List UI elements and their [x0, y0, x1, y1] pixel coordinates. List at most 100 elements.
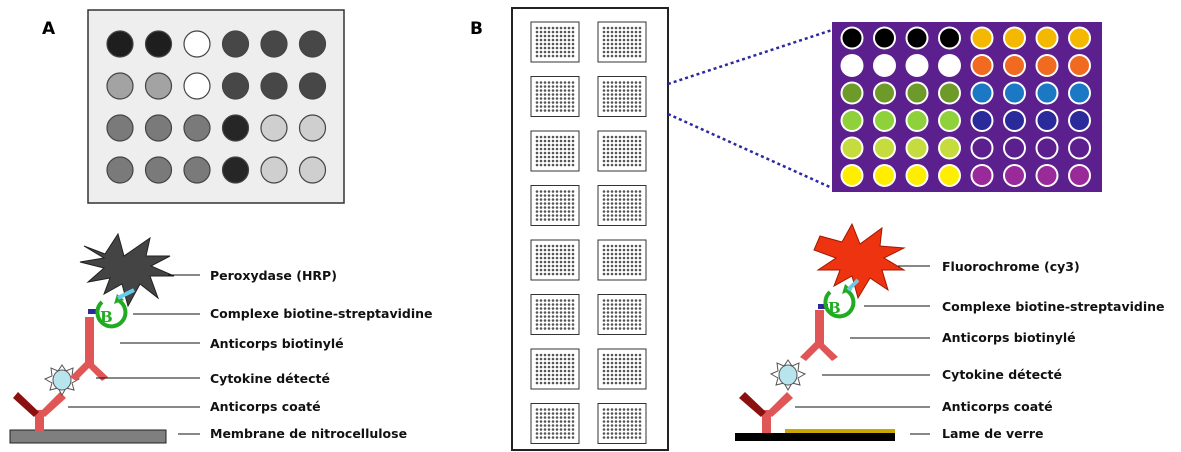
slide-subarray: [597, 76, 647, 117]
slide-subarray: [597, 239, 647, 281]
fluorescent-spot: [938, 109, 961, 132]
fluorescent-spot: [1003, 26, 1026, 50]
fluorescent-spot: [905, 81, 929, 105]
membrane-spot: [183, 156, 211, 184]
label-coated-antibody-a: Anticorps coaté: [210, 399, 321, 414]
slide-subarray: [530, 185, 580, 226]
zoomed-array-background: [832, 22, 1102, 192]
fluorescent-spot: [1035, 81, 1059, 105]
membrane-spot: [221, 72, 250, 100]
membrane-spot: [298, 30, 327, 58]
slide-subarray: [530, 21, 580, 63]
slide-subarray: [530, 403, 580, 444]
fluorescent-spot: [938, 81, 961, 105]
membrane-spot: [260, 156, 288, 184]
slide-coating: [785, 429, 895, 433]
cy3-linker: [846, 278, 860, 292]
fluorescent-spot: [840, 81, 864, 105]
biotin-streptavidin-b: B: [823, 284, 856, 319]
slide-subarray: [597, 21, 647, 63]
fluorescent-spot: [1035, 54, 1059, 77]
fluorescent-spot: [938, 26, 961, 50]
label-coated-antibody-b: Anticorps coaté: [942, 399, 1053, 414]
slide-subarray: [597, 294, 647, 335]
cy3-fluorochrome: [813, 222, 906, 300]
membrane-spot: [183, 114, 211, 142]
membrane-spot: [298, 72, 327, 100]
fluorescent-spot: [840, 26, 864, 50]
fluorescent-spot: [905, 109, 929, 132]
fluorescent-spot: [1068, 26, 1091, 50]
coated-antibody-b: [739, 392, 793, 433]
panel-a-letter: A: [42, 19, 56, 39]
label-glass-slide: Lame de verre: [942, 426, 1043, 441]
membrane-spot: [144, 30, 173, 58]
slide-subarray: [597, 403, 647, 444]
slide-subarray: [597, 185, 647, 226]
biotin-letter-a: B: [100, 308, 113, 326]
fluorescent-spot: [1003, 109, 1026, 132]
label-membrane: Membrane de nitrocellulose: [210, 426, 407, 441]
panel-a-schematic: B: [9, 232, 175, 444]
fluorescent-spot: [970, 164, 994, 187]
glass-slide-support: [735, 433, 895, 441]
fluorescent-spot: [1035, 164, 1059, 187]
coated-antibody-a: [13, 392, 66, 431]
fluorescent-spot: [970, 81, 994, 105]
fluorescent-spot: [1035, 136, 1059, 160]
nitrocellulose-membrane: [9, 429, 167, 444]
membrane-spot: [106, 114, 134, 142]
panel-b-schematic: B: [735, 222, 906, 441]
biotinylated-antibody-b: [800, 304, 838, 361]
label-biotin-antibody-a: Anticorps biotinylé: [210, 336, 344, 351]
membrane-spot: [221, 114, 250, 142]
glass-slide: [511, 7, 669, 451]
membrane-spot: [260, 72, 288, 100]
membrane-spot: [221, 30, 250, 58]
membrane-spot: [183, 72, 211, 100]
fluorescent-spot: [938, 136, 961, 160]
hrp-linker: [117, 288, 135, 300]
fluorescent-spot: [938, 54, 961, 77]
label-cy3: Fluorochrome (cy3): [942, 259, 1080, 274]
membrane-spot: [298, 156, 327, 184]
fluorescent-spot: [1003, 164, 1026, 187]
fluorescent-spot: [970, 136, 994, 160]
membrane-spot: [106, 30, 134, 58]
biotin-letter-b: B: [828, 299, 841, 317]
membrane-spot: [260, 30, 288, 58]
fluorescent-spot: [1068, 109, 1091, 132]
label-cytokine-a: Cytokine détecté: [210, 371, 330, 386]
slide-subarray: [530, 348, 580, 390]
fluorescent-spot: [938, 164, 961, 187]
label-cytokine-b: Cytokine détecté: [942, 367, 1062, 382]
fluorescent-spot: [1068, 54, 1091, 77]
label-biotin-antibody-b: Anticorps biotinylé: [942, 330, 1076, 345]
fluorescent-spot: [873, 26, 896, 50]
fluorescent-spot: [1068, 136, 1091, 160]
slide-subarrays: [530, 21, 647, 444]
label-complex-a: Complexe biotine-streptavidine: [210, 306, 433, 321]
cytokine-b: [769, 359, 807, 392]
fluorescent-spot: [840, 136, 864, 160]
fluorescent-spot: [873, 81, 896, 105]
biotin-streptavidin-a: B: [95, 294, 128, 329]
membrane-spot: [183, 30, 211, 58]
fluorescent-spot: [840, 54, 864, 77]
hrp-enzyme: [79, 232, 175, 308]
membrane-spot: [144, 114, 173, 142]
fluorescent-spot: [970, 54, 994, 77]
fluorescent-spot: [1035, 26, 1059, 50]
fluorescent-spot: [905, 26, 929, 50]
fluorescent-spot: [905, 136, 929, 160]
slide-subarray: [530, 294, 580, 335]
label-hrp: Peroxydase (HRP): [210, 268, 337, 283]
slide-subarray: [530, 239, 580, 281]
fluorescent-spot: [873, 54, 896, 77]
zoomed-array: [832, 22, 1102, 192]
fluorescent-spot: [873, 136, 896, 160]
panel-a-leaders: [68, 274, 200, 435]
label-complex-b: Complexe biotine-streptavidine: [942, 299, 1165, 314]
fluorescent-spot: [1035, 109, 1059, 132]
fluorescent-spot: [1068, 164, 1091, 187]
